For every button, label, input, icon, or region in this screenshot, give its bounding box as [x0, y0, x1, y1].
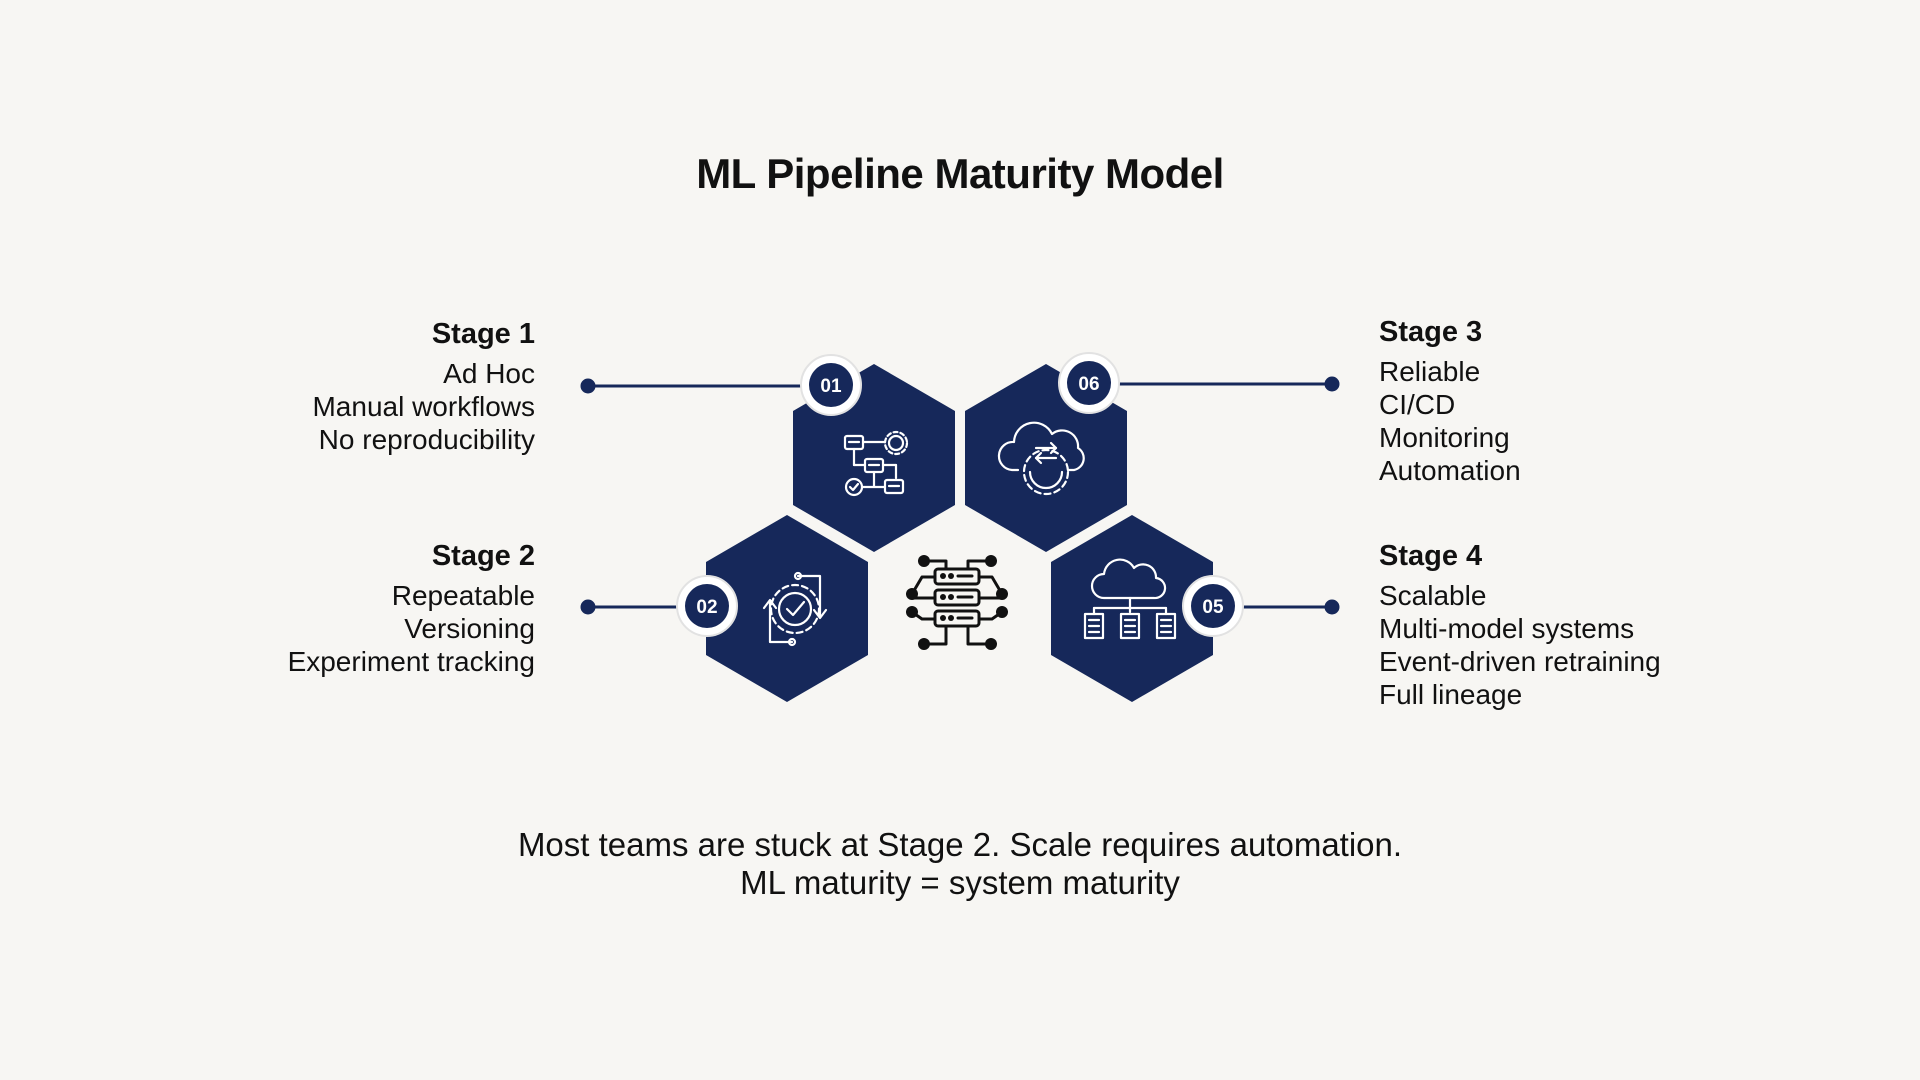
- cloud-documents-icon: [1083, 558, 1177, 640]
- stage-1-title: Stage 1: [431, 318, 535, 350]
- stage-4-line: Multi-model systems: [1379, 613, 1635, 644]
- stage-3-block: Stage 3 Reliable CI/CD Monitoring Automa…: [1379, 316, 1521, 487]
- stage-3-line: Monitoring: [1379, 422, 1510, 453]
- badge-stage-2: 02: [676, 575, 738, 637]
- stage-2-line: Experiment tracking: [287, 646, 535, 677]
- stage-2-block: Stage 2 Repeatable Versioning Experiment…: [288, 540, 535, 678]
- stage-3-line: Reliable: [1379, 356, 1481, 387]
- badge-number-stage-4: 05: [1202, 597, 1224, 618]
- stage-1-line: No reproducibility: [318, 424, 535, 455]
- stage-4-line: Event-driven retraining: [1379, 646, 1661, 677]
- stage-1-line: Ad Hoc: [443, 358, 535, 389]
- badge-number-stage-2: 02: [696, 597, 717, 618]
- badge-stage-1: 01: [800, 354, 862, 416]
- stage-3-title: Stage 3: [1379, 316, 1483, 348]
- page-title: ML Pipeline Maturity Model: [696, 150, 1224, 197]
- stage-4-block: Stage 4 Scalable Multi-model systems Eve…: [1379, 540, 1661, 711]
- cloud-sync-gear-icon: [997, 421, 1085, 496]
- stage-3-line: CI/CD: [1379, 389, 1456, 420]
- stage-2-line: Repeatable: [391, 580, 535, 611]
- badge-number-stage-3: 06: [1078, 374, 1099, 395]
- gear-cycle-check-icon: [762, 571, 828, 647]
- stage-4-line: Full lineage: [1379, 679, 1523, 710]
- connector-dot-stage-3: [1324, 376, 1340, 392]
- server-network-icon: [906, 555, 1008, 650]
- footer-line-2: ML maturity = system maturity: [740, 864, 1180, 901]
- stage-2-title: Stage 2: [431, 540, 535, 572]
- stage-1-block: Stage 1 Ad Hoc Manual workflows No repro…: [312, 318, 535, 456]
- connector-dot-stage-2: [580, 599, 596, 615]
- stage-3-line: Automation: [1379, 455, 1521, 486]
- badge-number-stage-1: 01: [820, 376, 842, 397]
- stage-1-line: Manual workflows: [312, 391, 535, 422]
- workflow-gear-icon: [843, 430, 909, 497]
- badge-stage-4: 05: [1182, 575, 1244, 637]
- badge-stage-3: 06: [1058, 352, 1120, 414]
- stage-2-line: Versioning: [404, 613, 535, 644]
- footer-line-1: Most teams are stuck at Stage 2. Scale r…: [517, 826, 1403, 863]
- connector-dot-stage-1: [580, 378, 596, 394]
- connector-dot-stage-4: [1324, 599, 1340, 615]
- stage-4-title: Stage 4: [1379, 540, 1483, 572]
- stage-4-line: Scalable: [1379, 580, 1487, 611]
